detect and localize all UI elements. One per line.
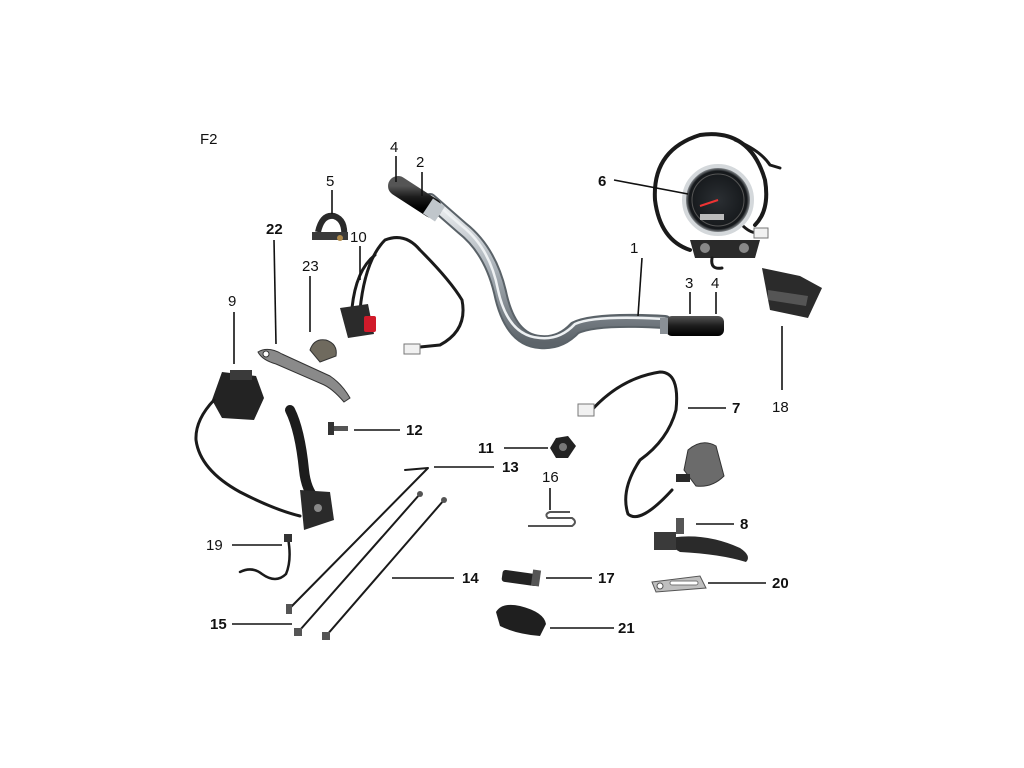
callout-9: 9 [228, 293, 236, 310]
nut-part [550, 436, 576, 458]
callout-3: 3 [685, 275, 693, 292]
left-grip-part [388, 176, 445, 222]
leader-22 [273, 239, 277, 345]
bolt-part-12 [328, 422, 348, 435]
handlebar-part [423, 193, 672, 350]
callout-22: 22 [266, 221, 283, 238]
callout-21: 21 [618, 620, 635, 637]
left-switch-part [340, 236, 465, 355]
callout-5: 5 [326, 173, 334, 190]
callout-18: 18 [772, 399, 789, 416]
right-switch-part [577, 370, 725, 519]
control-cables-part [286, 467, 447, 640]
long-bracket-part [257, 348, 351, 403]
callout-16: 16 [542, 469, 559, 486]
callout-14: 14 [462, 570, 479, 587]
callout-23: 23 [302, 258, 319, 275]
switch-lead-part [238, 534, 292, 581]
leader-1 [637, 257, 643, 317]
clutch-lever-part [654, 518, 748, 562]
callout-10: 10 [350, 229, 367, 246]
rubber-cover-part [496, 604, 546, 636]
callout-11: 11 [478, 440, 494, 457]
right-grip-part [660, 316, 724, 336]
callout-13: 13 [502, 459, 519, 476]
callout-15: 15 [210, 616, 227, 633]
page-code: F2 [200, 131, 218, 148]
leader-6 [613, 179, 689, 195]
master-cylinder-part [194, 370, 334, 530]
bracket-part-18 [762, 268, 822, 318]
callout-12: 12 [406, 422, 423, 439]
callout-17: 17 [598, 570, 615, 587]
callout-8: 8 [740, 516, 748, 533]
callout-2: 2 [416, 154, 424, 171]
clamp-part [312, 212, 348, 241]
callout-19: 19 [206, 537, 223, 554]
small-clip-part [309, 339, 337, 363]
leader-lines [232, 156, 783, 629]
cable-adjuster-part [501, 569, 542, 587]
callout-1: 1 [630, 240, 638, 257]
callout-7: 7 [732, 400, 740, 417]
callout-4b: 4 [711, 275, 719, 292]
callout-6: 6 [598, 173, 606, 190]
callout-20: 20 [772, 575, 789, 592]
spring-clip-part [528, 511, 576, 527]
callout-4a: 4 [390, 139, 398, 156]
speedometer-part [652, 132, 782, 270]
small-bracket-part-20 [651, 575, 707, 593]
callout-labels: 1 2 3 4 4 5 6 7 8 9 10 11 12 13 14 15 16… [206, 139, 789, 637]
